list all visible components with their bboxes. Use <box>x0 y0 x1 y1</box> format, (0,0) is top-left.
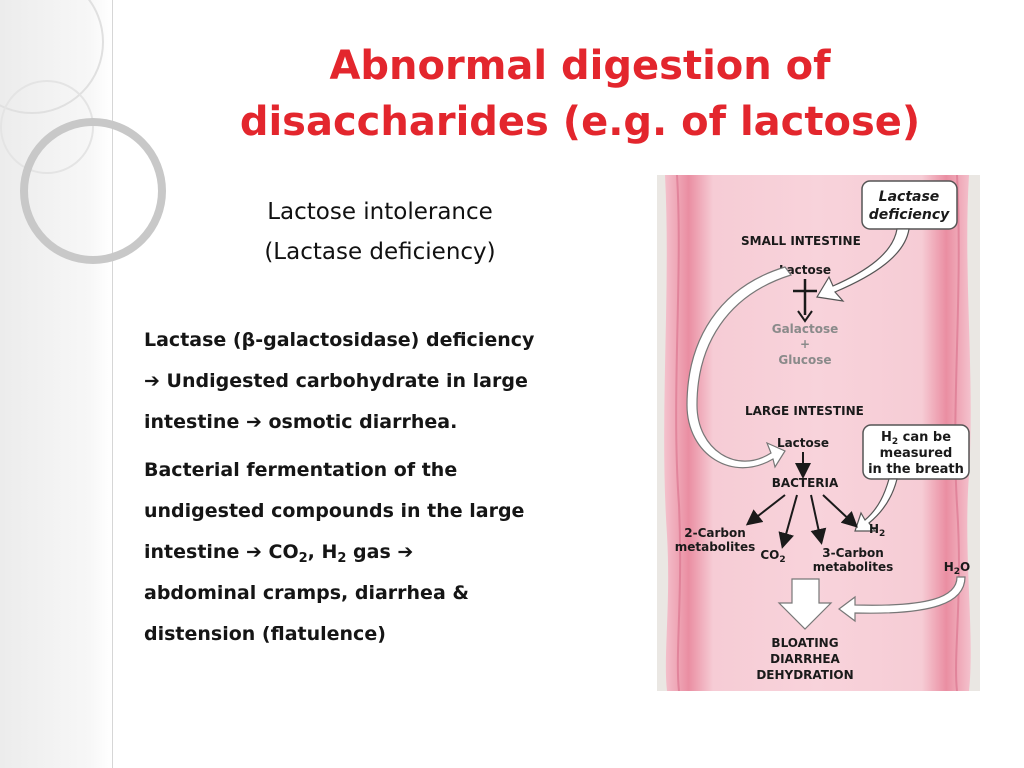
label-co2: CO2 <box>760 548 785 565</box>
label-plus: + <box>800 337 810 351</box>
arrow-right-icon: ➔ <box>397 541 414 563</box>
text-span: intestine <box>144 411 240 433</box>
subscript: 2 <box>779 555 785 565</box>
text-span: intestine <box>144 541 240 563</box>
text-line: abdominal cramps, diarrhea & <box>144 582 469 604</box>
subtitle-line-1: Lactose intolerance <box>267 199 493 225</box>
label-3-carbon-line-2: metabolites <box>813 560 894 574</box>
intestine-shape <box>664 175 971 691</box>
callout-label-line-1: Lactase <box>879 189 940 205</box>
text-span: can be <box>898 430 951 445</box>
subscript: 2 <box>298 551 308 566</box>
label-lactose-small: Lactose <box>779 263 831 277</box>
label-3-carbon-line-1: 3-Carbon <box>822 546 884 560</box>
callout-h2-line-1: H2 can be <box>881 430 951 447</box>
callout-h2-line-3: in the breath <box>868 462 964 477</box>
text-span: Lactase ( <box>144 329 242 351</box>
subscript: 2 <box>954 567 960 577</box>
label-h2-gas: H2 <box>869 522 885 539</box>
outcome-arrow-icon <box>777 578 833 630</box>
label-dehydration: DEHYDRATION <box>756 668 853 682</box>
intestine-fold <box>675 175 682 691</box>
callout-box-h2-breath <box>862 424 970 480</box>
subscript: 2 <box>892 437 898 447</box>
label-2-carbon-line-1: 2-Carbon <box>684 526 746 540</box>
text-span: O <box>960 560 970 574</box>
text-line: distension (flatulence) <box>144 623 386 645</box>
subscript: 2 <box>337 551 347 566</box>
paragraph-lactase-deficiency: Lactase (β-galactosidase) deficiency ➔ U… <box>144 320 644 443</box>
text-span: , H <box>307 541 338 563</box>
text-span: CO <box>760 548 779 562</box>
deficiency-arrow-icon <box>816 228 910 302</box>
text-span: osmotic diarrhea. <box>268 411 458 433</box>
decorative-ring <box>20 118 166 264</box>
text-line: intestine ➔ CO2, H2 gas ➔ <box>144 532 644 573</box>
text-span: Undigested carbohydrate in large <box>166 370 528 392</box>
lactose-intolerance-diagram: Lactase deficiency SMALL INTESTINE Lacto… <box>657 175 980 691</box>
text-line: Lactase (β-galactosidase) deficiency <box>144 320 644 361</box>
text-line: undigested compounds in the large <box>144 500 525 522</box>
label-bloating: BLOATING <box>771 636 838 650</box>
subtitle-line-2: (Lactase deficiency) <box>264 239 496 265</box>
label-diarrhea: DIARRHEA <box>770 652 840 666</box>
slide-subtitle: Lactose intolerance (Lactase deficiency) <box>200 192 560 272</box>
subscript: 2 <box>879 529 885 539</box>
fermentation-arrow <box>745 494 786 526</box>
beta-symbol: β <box>241 329 256 351</box>
text-span: H <box>869 522 879 536</box>
intestine-fold <box>954 175 960 691</box>
paragraph-bacterial-fermentation: Bacterial fermentation of the undigested… <box>144 450 644 655</box>
title-line-2: disaccharides (e.g. of lactose) <box>239 99 921 145</box>
label-lactose-large: Lactose <box>777 436 829 450</box>
label-h2o: H2O <box>944 560 971 577</box>
fermentation-arrow <box>810 494 827 545</box>
label-galactose: Galactose <box>772 322 839 336</box>
blocked-arrow-head <box>797 310 813 323</box>
label-2-carbon-line-2: metabolites <box>675 540 756 554</box>
label-small-intestine: SMALL INTESTINE <box>741 234 861 248</box>
text-line: Bacterial fermentation of the <box>144 459 458 481</box>
breath-arrow-icon <box>854 478 898 532</box>
diagram-svg: Lactase deficiency SMALL INTESTINE Lacto… <box>657 175 980 691</box>
water-influx-arrow-icon <box>838 576 966 623</box>
lactose-passage-arrow-icon <box>686 266 792 469</box>
callout-label-line-2: deficiency <box>869 207 950 223</box>
text-span: CO <box>268 541 299 563</box>
fermentation-arrow <box>822 494 858 528</box>
label-large-intestine: LARGE INTESTINE <box>745 404 864 418</box>
fermentation-arrow <box>778 494 798 549</box>
text-span: H <box>881 430 892 445</box>
title-line-1: Abnormal digestion of <box>329 43 831 89</box>
slide-title: Abnormal digestion of disaccharides (e.g… <box>180 38 980 150</box>
arrow-right-icon: ➔ <box>245 541 262 563</box>
callout-h2-line-2: measured <box>880 446 953 461</box>
arrow-right-icon: ➔ <box>245 411 262 433</box>
text-span: -galactosidase) deficiency <box>255 329 535 351</box>
text-line: ➔ Undigested carbohydrate in large <box>144 361 644 402</box>
side-panel-divider <box>112 0 113 768</box>
text-line: intestine ➔ osmotic diarrhea. <box>144 402 644 443</box>
text-span: H <box>944 560 954 574</box>
text-span: gas <box>346 541 391 563</box>
label-bacteria: BACTERIA <box>772 476 839 490</box>
arrow-right-icon: ➔ <box>144 370 160 392</box>
label-glucose: Glucose <box>778 353 831 367</box>
